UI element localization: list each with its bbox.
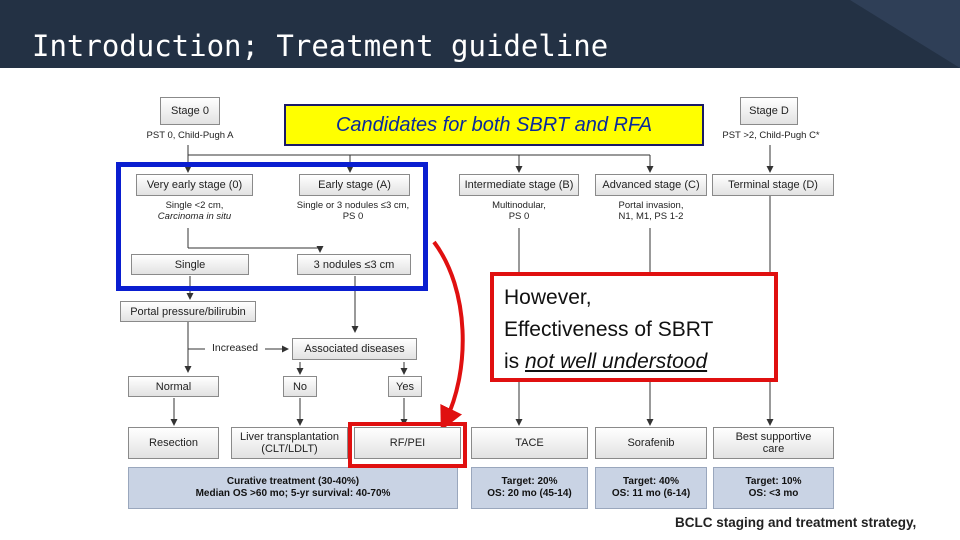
yes-box: Yes bbox=[388, 376, 422, 397]
rf-pei-box: RF/PEI bbox=[354, 427, 461, 459]
liver-transplantation-box: Liver transplantation(CLT/LDLT) bbox=[231, 427, 348, 459]
rf-pei-highlight bbox=[348, 422, 467, 468]
red-arrow bbox=[432, 240, 465, 431]
intermediate-stage-box: Intermediate stage (B) bbox=[459, 174, 579, 196]
curative-outcome-box: Curative treatment (30-40%)Median OS >60… bbox=[128, 467, 458, 509]
normal-box: Normal bbox=[128, 376, 219, 397]
however-line-3: is not well understood bbox=[504, 350, 708, 373]
candidates-callout: Candidates for both SBRT and RFA bbox=[284, 104, 704, 146]
however-line-2: Effectiveness of SBRT bbox=[504, 318, 714, 341]
bsc-outcome-box: Target: 10%OS: <3 mo bbox=[713, 467, 834, 509]
source-footer: BCLC staging and treatment strategy, bbox=[675, 515, 917, 530]
title-bar: Introduction; Treatment guideline bbox=[0, 0, 960, 68]
stage-0-box: Stage 0 bbox=[160, 97, 220, 125]
early-note: Single or 3 nodules ≤3 cm,PS 0 bbox=[296, 200, 410, 222]
effectiveness-callout: However, Effectiveness of SBRT is not we… bbox=[490, 272, 778, 382]
intermediate-note: Multinodular,PS 0 bbox=[492, 200, 546, 222]
advanced-stage-box: Advanced stage (C) bbox=[595, 174, 707, 196]
terminal-stage-box: Terminal stage (D) bbox=[712, 174, 834, 196]
slide-title: Introduction; Treatment guideline bbox=[32, 29, 609, 63]
however-line-1: However, bbox=[504, 286, 592, 309]
very-early-stage-box: Very early stage (0) bbox=[136, 174, 253, 196]
title-bar-accent bbox=[850, 0, 960, 68]
no-box: No bbox=[283, 376, 317, 397]
early-stage-box: Early stage (A) bbox=[299, 174, 410, 196]
single-box: Single bbox=[131, 254, 249, 275]
candidates-callout-text: Candidates for both SBRT and RFA bbox=[335, 113, 653, 136]
three-nodules-box: 3 nodules ≤3 cm bbox=[297, 254, 411, 275]
sbrt-rfa-candidates-highlight bbox=[116, 162, 428, 291]
sorafenib-outcome-box: Target: 40%OS: 11 mo (6-14) bbox=[595, 467, 707, 509]
stage-d-note: PST >2, Child-Pugh C* bbox=[722, 130, 820, 141]
increased-label: Increased bbox=[211, 342, 259, 354]
resection-box: Resection bbox=[128, 427, 219, 459]
tace-outcome-box: Target: 20%OS: 20 mo (45-14) bbox=[471, 467, 588, 509]
advanced-note: Portal invasion,N1, M1, PS 1-2 bbox=[618, 200, 684, 222]
stage-d-box: Stage D bbox=[740, 97, 798, 125]
tace-box: TACE bbox=[471, 427, 588, 459]
sorafenib-box: Sorafenib bbox=[595, 427, 707, 459]
portal-pressure-box: Portal pressure/bilirubin bbox=[120, 301, 256, 322]
associated-diseases-box: Associated diseases bbox=[292, 338, 417, 360]
very-early-note: Single <2 cm,Carcinoma in situ bbox=[157, 200, 232, 222]
stage-0-note: PST 0, Child-Pugh A bbox=[146, 130, 234, 141]
